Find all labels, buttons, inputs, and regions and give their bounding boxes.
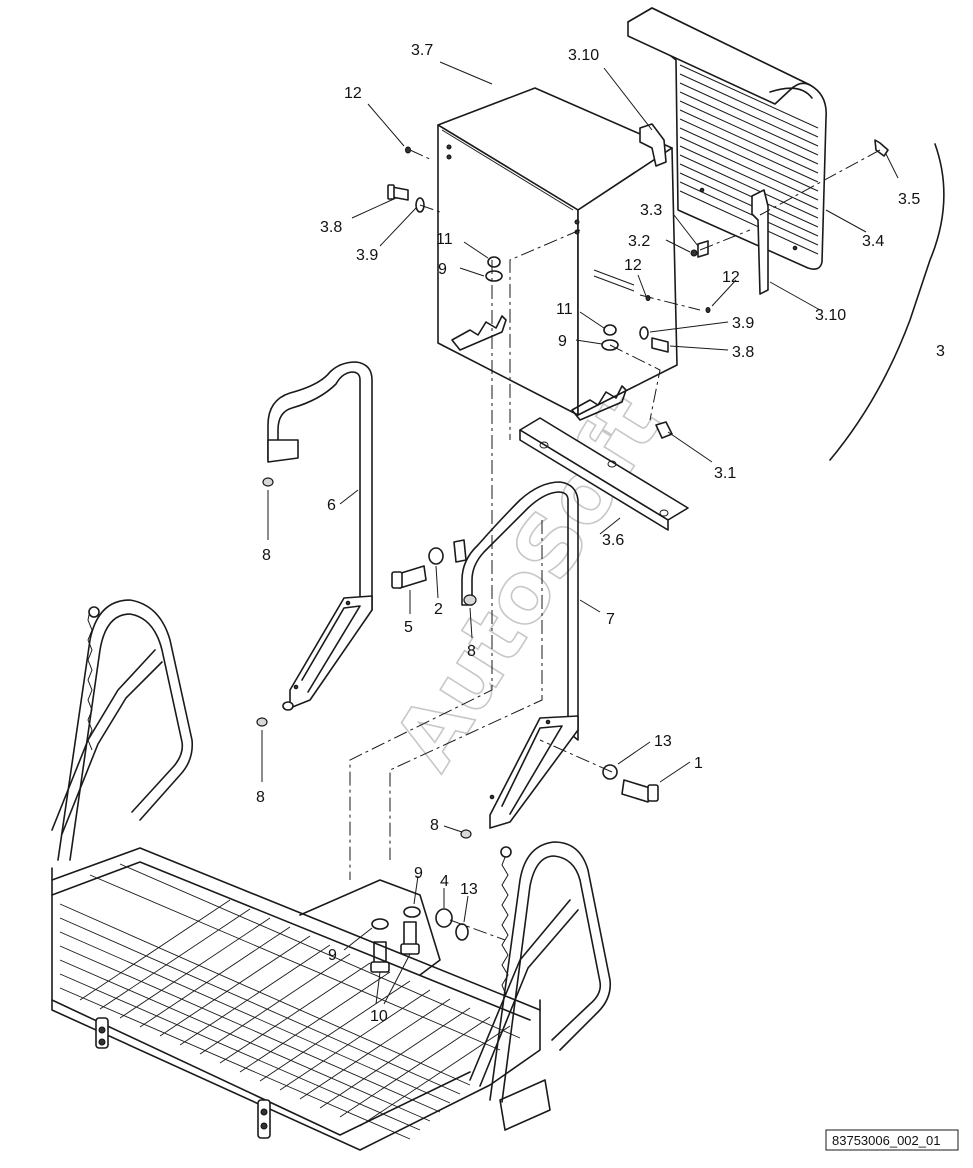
callout-12-mid: 12 bbox=[624, 257, 642, 274]
hinge-bracket-top bbox=[639, 123, 667, 167]
callout-9-left: 9 bbox=[438, 261, 447, 278]
callout-5: 5 bbox=[404, 619, 413, 636]
callout-10: 10 bbox=[370, 1008, 388, 1025]
assembly-lines bbox=[349, 149, 881, 941]
callout-3-3: 3.3 bbox=[640, 202, 662, 219]
access-platform bbox=[51, 847, 551, 1151]
callout-3-10-top: 3.10 bbox=[568, 47, 599, 64]
callout-4: 4 bbox=[440, 873, 449, 890]
grab-handle-right bbox=[461, 481, 579, 829]
callout-8-a: 8 bbox=[262, 547, 271, 564]
drawing-reference-box: 83753006_002_01 bbox=[825, 1129, 959, 1151]
leader-lines bbox=[261, 61, 899, 1005]
callout-8-b: 8 bbox=[467, 643, 476, 660]
callout-3: 3 bbox=[936, 343, 945, 360]
callout-3-9-right: 3.9 bbox=[732, 315, 754, 332]
callout-3-9-left: 3.9 bbox=[356, 247, 378, 264]
callout-3-7: 3.7 bbox=[411, 42, 433, 59]
hinge-bracket-bottom bbox=[751, 189, 769, 295]
callout-3-1: 3.1 bbox=[714, 465, 736, 482]
callout-12-top: 12 bbox=[344, 85, 362, 102]
callout-2: 2 bbox=[434, 601, 443, 618]
callout-13-b: 13 bbox=[460, 881, 478, 898]
callout-8-c: 8 bbox=[256, 789, 265, 806]
mounting-bracket bbox=[519, 417, 689, 531]
callout-3-2: 3.2 bbox=[628, 233, 650, 250]
callout-3-6: 3.6 bbox=[602, 532, 624, 549]
callout-9-mid: 9 bbox=[558, 333, 567, 350]
callout-11-mid: 11 bbox=[556, 301, 573, 318]
platform-rail-right bbox=[469, 841, 612, 1103]
callout-9-low: 9 bbox=[414, 865, 423, 882]
callout-3-5: 3.5 bbox=[898, 191, 920, 208]
callout-3-8-left: 3.8 bbox=[320, 219, 342, 236]
drawing-reference-number: 83753006_002_01 bbox=[832, 1133, 940, 1148]
callout-3-8-right: 3.8 bbox=[732, 344, 754, 361]
grab-handle-left bbox=[267, 361, 373, 711]
callout-labels: 3.7 3.10 12 3.5 3.4 3.8 3.9 3.3 3.2 11 9… bbox=[256, 42, 945, 1025]
callout-1: 1 bbox=[694, 755, 703, 772]
callout-9-low2: 9 bbox=[328, 947, 337, 964]
callout-7: 7 bbox=[606, 611, 615, 628]
callout-8-d: 8 bbox=[430, 817, 439, 834]
callout-3-10-bottom: 3.10 bbox=[815, 307, 846, 324]
callout-13-a: 13 bbox=[654, 733, 672, 750]
callout-11-left: 11 bbox=[436, 231, 453, 248]
platform-rail-left bbox=[51, 599, 194, 861]
callout-12-right: 12 bbox=[722, 269, 740, 286]
group-3-bracket bbox=[829, 143, 945, 461]
callout-6: 6 bbox=[327, 497, 336, 514]
fasteners bbox=[256, 477, 659, 973]
callout-3-4: 3.4 bbox=[862, 233, 884, 250]
battery-box-cover bbox=[627, 7, 827, 270]
